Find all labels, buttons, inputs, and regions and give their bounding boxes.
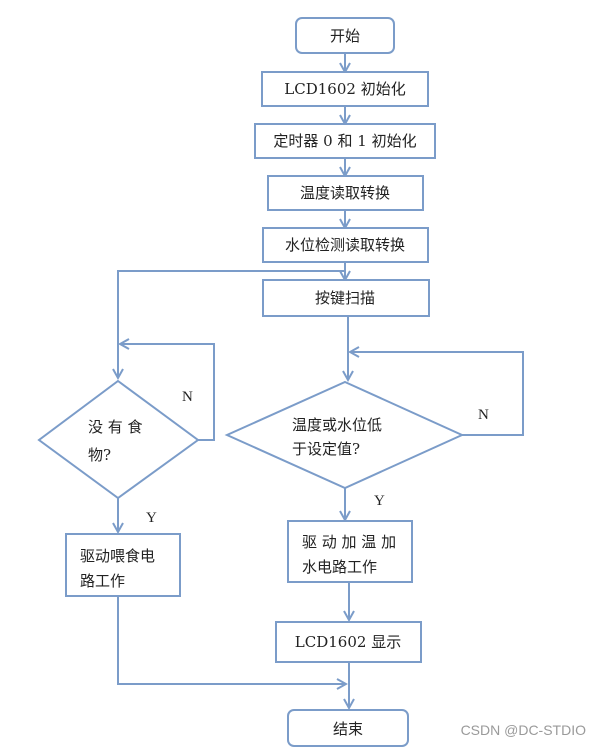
node-lcd-init-label: LCD1602 初始化: [284, 80, 405, 98]
edge-low-check-n-loop: [350, 352, 524, 436]
node-start: 开始: [295, 17, 395, 54]
node-key-scan-label: 按键扫描: [315, 289, 375, 307]
edge-no-food-n-loop: [120, 344, 215, 441]
node-water-read-label: 水位检测读取转换: [285, 236, 405, 254]
node-feed-drive-label-line1: 驱动喂食电: [80, 547, 155, 565]
terminal-shape: [287, 709, 409, 747]
edge-label-no-food-n: N: [182, 389, 193, 405]
node-lcd-show-label: LCD1602 显示: [295, 633, 401, 651]
process-shape: [261, 71, 429, 107]
edge-label-low-check-y: Y: [374, 493, 385, 509]
node-heat-drive-label-line1: 驱 动 加 温 加: [302, 533, 396, 551]
node-low-check: 温度或水位低 于设定值?: [224, 380, 465, 490]
watermark: CSDN @DC-STDIO: [460, 722, 586, 738]
node-lcd-init: LCD1602 初始化: [261, 71, 429, 107]
process-shape: [65, 533, 181, 597]
node-water-read: 水位检测读取转换: [262, 227, 429, 263]
node-end: 结束: [287, 709, 409, 747]
node-feed-drive-label-line2: 路工作: [80, 572, 125, 590]
edge-label-low-check-n: N: [478, 407, 489, 423]
process-shape: [287, 520, 413, 583]
node-feed-drive: 驱动喂食电 路工作: [65, 533, 181, 597]
edges: [117, 53, 524, 708]
edge-label-no-food-y: Y: [146, 510, 157, 526]
node-no-food-label-line2: 物?: [88, 446, 111, 464]
terminal-shape: [295, 17, 395, 54]
node-no-food-label-line1: 没 有 食: [88, 418, 143, 436]
process-shape: [275, 621, 422, 663]
decision-shape: [224, 380, 465, 490]
node-no-food: 没 有 食 物?: [37, 379, 200, 500]
node-timer-init: 定时器 0 和 1 初始化: [254, 123, 436, 159]
edge-feed-drive-end: [117, 596, 346, 684]
process-shape: [254, 123, 436, 159]
decision-shape: [37, 379, 200, 500]
node-key-scan: 按键扫描: [262, 279, 430, 317]
node-lcd-show: LCD1602 显示: [275, 621, 422, 663]
process-shape: [262, 279, 430, 317]
node-heat-drive: 驱 动 加 温 加 水电路工作: [287, 520, 413, 583]
node-start-label: 开始: [330, 27, 360, 45]
node-low-check-label-line2: 于设定值?: [292, 440, 360, 458]
node-low-check-label-line1: 温度或水位低: [292, 416, 382, 434]
process-shape: [267, 175, 424, 211]
node-heat-drive-label-line2: 水电路工作: [302, 558, 377, 576]
node-temp-read-label: 温度读取转换: [300, 184, 390, 202]
node-temp-read: 温度读取转换: [267, 175, 424, 211]
node-timer-init-label: 定时器 0 和 1 初始化: [273, 132, 416, 150]
node-end-label: 结束: [333, 720, 363, 738]
process-shape: [262, 227, 429, 263]
